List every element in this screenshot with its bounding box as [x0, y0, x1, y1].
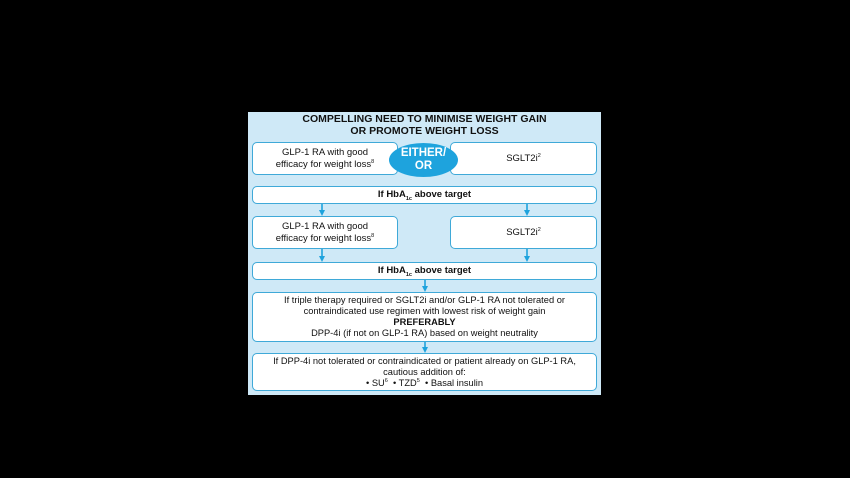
- option-tzd-ref: 5: [416, 377, 420, 384]
- either-or-badge: EITHER/ OR: [389, 143, 458, 177]
- or-label: OR: [414, 160, 433, 172]
- glp1-top-line1: GLP-1 RA with good: [281, 146, 369, 158]
- final-line1: If DPP-4i not tolerated or contraindicat…: [273, 355, 576, 366]
- glp1-box-second: GLP-1 RA with good efficacy for weight l…: [252, 216, 398, 249]
- glp1-second-ref: 8: [371, 232, 375, 239]
- sglt2i-top-label: SGLT2i: [506, 152, 538, 164]
- panel-title: COMPELLING NEED TO MINIMISE WEIGHT GAIN …: [248, 113, 601, 137]
- sglt2i-box-second: SGLT2i2: [450, 216, 597, 249]
- triple-line1: If triple therapy required or SGLT2i and…: [284, 295, 565, 305]
- option-su: SU: [371, 377, 385, 388]
- glp1-top-ref: 8: [371, 158, 375, 165]
- final-options-box: If DPP-4i not tolerated or contraindicat…: [252, 353, 597, 391]
- triple-line4: DPP-4i (if not on GLP-1 RA) based on wei…: [311, 328, 538, 338]
- hba1c-bar-1-sub: 1c: [405, 195, 412, 202]
- sglt2i-box-top: SGLT2i2: [450, 142, 597, 175]
- hba1c-bar-2: If HbA1c above target: [252, 262, 597, 280]
- hba1c-bar-1-prefix: If HbA: [377, 189, 406, 200]
- triple-preferably: PREFERABLY: [393, 317, 456, 327]
- bullet-3: •: [424, 377, 429, 388]
- glp1-box-top: GLP-1 RA with good efficacy for weight l…: [252, 142, 398, 175]
- either-label: EITHER/: [400, 147, 447, 159]
- glp1-top-line2: efficacy for weight loss: [275, 158, 372, 170]
- hba1c-bar-2-suffix: above target: [411, 265, 472, 276]
- hba1c-bar-1: If HbA1c above target: [252, 186, 597, 204]
- title-line-1: COMPELLING NEED TO MINIMISE WEIGHT GAIN: [302, 113, 547, 125]
- final-line2: cautious addition of:: [383, 366, 466, 377]
- bullet-1: •: [365, 377, 370, 388]
- option-tzd: TZD: [398, 377, 417, 388]
- title-line-2: OR PROMOTE WEIGHT LOSS: [350, 125, 499, 137]
- triple-line2: contraindicated use regimen with lowest …: [303, 306, 546, 316]
- sglt2i-top-ref: 2: [537, 152, 541, 159]
- hba1c-bar-1-suffix: above target: [411, 189, 472, 200]
- hba1c-bar-2-prefix: If HbA: [377, 265, 406, 276]
- hba1c-bar-2-sub: 1c: [405, 271, 412, 278]
- triple-therapy-box: If triple therapy required or SGLT2i and…: [252, 292, 597, 342]
- sglt2i-second-ref: 2: [537, 226, 541, 233]
- algorithm-panel: COMPELLING NEED TO MINIMISE WEIGHT GAIN …: [248, 112, 601, 395]
- option-basal-insulin: Basal insulin: [430, 377, 484, 388]
- option-su-ref: 6: [384, 377, 388, 384]
- glp1-second-line2: efficacy for weight loss: [275, 232, 372, 244]
- final-options-list: • SU6 • TZD5 • Basal insulin: [273, 378, 576, 389]
- sglt2i-second-label: SGLT2i: [506, 226, 538, 238]
- glp1-second-line1: GLP-1 RA with good: [281, 220, 369, 232]
- connector-arrows: [319, 204, 530, 353]
- bullet-2: •: [392, 377, 397, 388]
